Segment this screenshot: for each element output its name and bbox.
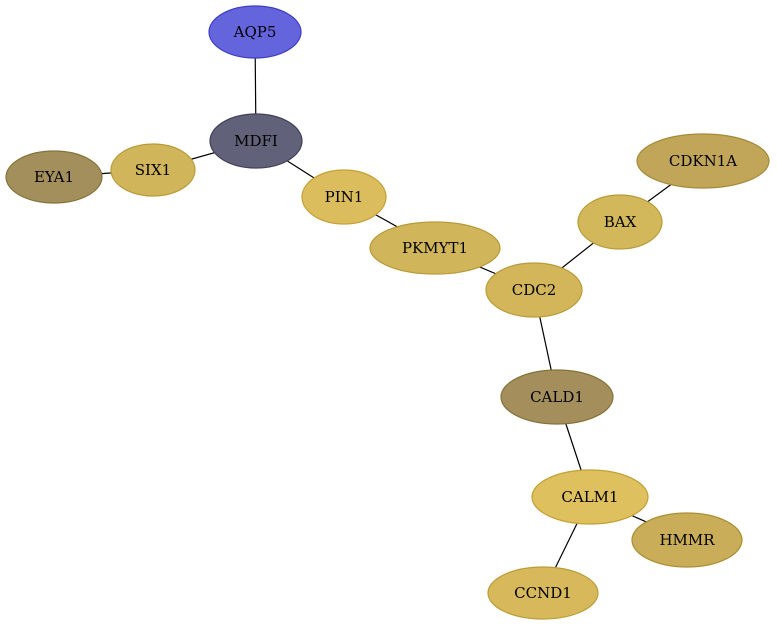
node-label: CDC2 [512, 281, 557, 299]
node-eya1[interactable]: EYA1 [5, 150, 103, 204]
node-shape[interactable] [369, 221, 501, 275]
node-bax[interactable]: BAX [577, 194, 663, 250]
node-hmmr[interactable]: HMMR [631, 512, 743, 568]
node-label: BAX [604, 213, 637, 231]
node-shape[interactable] [500, 369, 614, 425]
node-pin1[interactable]: PIN1 [301, 169, 387, 225]
node-calm1[interactable]: CALM1 [531, 469, 649, 525]
node-label: CCND1 [514, 584, 572, 602]
node-label: PIN1 [325, 188, 364, 206]
node-label: PKMYT1 [402, 239, 468, 257]
node-shape[interactable] [577, 194, 663, 250]
node-shape[interactable] [485, 262, 583, 318]
node-six1[interactable]: SIX1 [110, 143, 196, 197]
node-label: AQP5 [233, 23, 277, 41]
node-label: CDKN1A [669, 152, 737, 170]
node-cdkn1a[interactable]: CDKN1A [636, 133, 770, 189]
node-pkmyt1[interactable]: PKMYT1 [369, 221, 501, 275]
node-label: CALD1 [530, 388, 584, 406]
node-shape[interactable] [531, 469, 649, 525]
node-label: EYA1 [34, 168, 74, 186]
node-shape[interactable] [487, 566, 599, 620]
node-mdfi[interactable]: MDFI [209, 113, 303, 169]
node-label: SIX1 [135, 161, 171, 179]
node-label: HMMR [659, 531, 715, 549]
node-shape[interactable] [209, 113, 303, 169]
node-ccnd1[interactable]: CCND1 [487, 566, 599, 620]
node-aqp5[interactable]: AQP5 [208, 5, 302, 59]
node-shape[interactable] [636, 133, 770, 189]
node-cdc2[interactable]: CDC2 [485, 262, 583, 318]
node-cald1[interactable]: CALD1 [500, 369, 614, 425]
node-label: CALM1 [561, 488, 618, 506]
node-shape[interactable] [631, 512, 743, 568]
node-shape[interactable] [110, 143, 196, 197]
node-shape[interactable] [208, 5, 302, 59]
node-shape[interactable] [5, 150, 103, 204]
node-label: MDFI [234, 132, 278, 150]
node-shape[interactable] [301, 169, 387, 225]
